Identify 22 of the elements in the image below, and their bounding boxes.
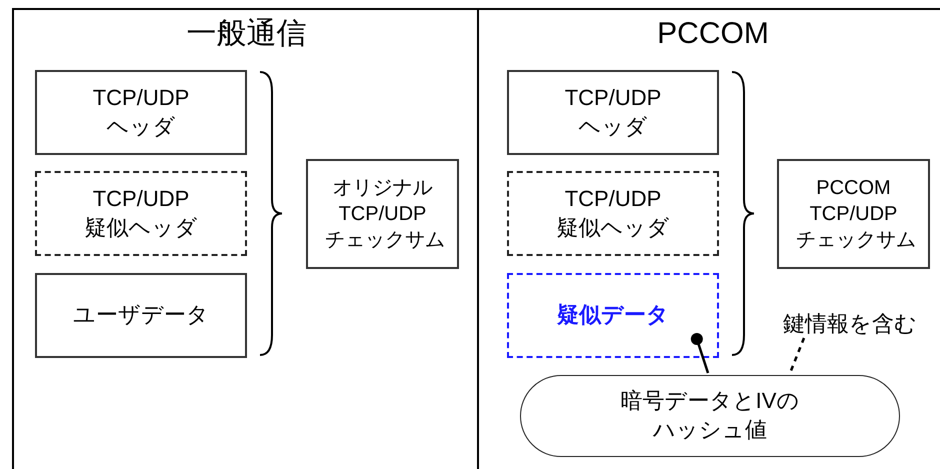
header-box	[507, 70, 719, 155]
box-label: 暗号データとIVのハッシュ値	[620, 387, 800, 444]
section-panel	[12, 8, 479, 469]
leader-line	[788, 338, 806, 374]
checksum-box	[306, 159, 459, 269]
user-data-box	[35, 273, 247, 358]
note-text: 鍵情報を含む	[762, 308, 938, 340]
section-title: PCCOM	[656, 16, 770, 52]
leader-line	[690, 333, 710, 374]
header-box	[35, 70, 247, 155]
pseudo-header-box	[35, 171, 247, 256]
box-label: TCP/UDP ヘッダ	[92, 84, 190, 140]
box-label: 疑似データ	[557, 301, 669, 330]
checksum-box	[777, 159, 930, 269]
pseudo-header-box	[507, 171, 719, 256]
section-panel	[477, 8, 940, 469]
box-label: ユーザデータ	[73, 301, 209, 330]
box-label: TCP/UDP 疑似ヘッダ	[84, 184, 198, 242]
section-title: 一般通信	[186, 16, 308, 52]
pseudo-data-box	[507, 273, 719, 358]
box-label: TCP/UDP 疑似ヘッダ	[556, 184, 670, 242]
box-label: TCP/UDP ヘッダ	[564, 84, 662, 140]
